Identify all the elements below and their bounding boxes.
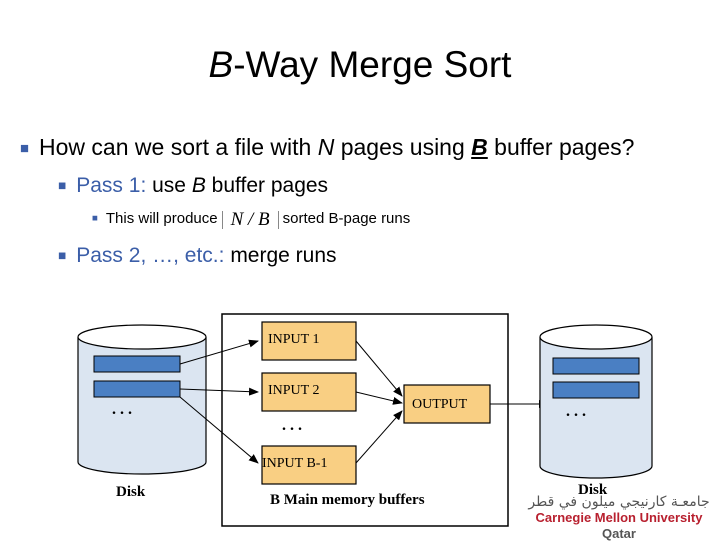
arrow-input1-output xyxy=(355,340,403,397)
bullet-square-icon: ■ xyxy=(92,213,98,224)
bullet-4-text: merge runs xyxy=(224,244,337,267)
bullet-2-post: buffer pages xyxy=(205,174,329,197)
bullet-4: ■ Pass 2, …, etc.: merge runs xyxy=(58,244,337,268)
bullet-1-n: N xyxy=(317,134,335,160)
main-memory-frame xyxy=(221,313,509,527)
arrow-disk-input2 xyxy=(179,387,259,396)
input-buffer-2 xyxy=(261,372,357,412)
arrow-inputb1-output xyxy=(355,410,403,464)
input-buffer-1 xyxy=(261,321,357,361)
bullet-3-text: This will produce xyxy=(105,210,218,227)
title-rest: -Way Merge Sort xyxy=(233,44,512,85)
input-b-1-label: INPUT B-1 xyxy=(262,456,327,471)
input-dots: . . . xyxy=(282,417,302,434)
output-buffer xyxy=(403,384,491,424)
logo-english: Carnegie Mellon University Qatar xyxy=(524,510,714,542)
bullet-3-post: sorted B-page runs xyxy=(282,210,411,227)
left-disk-icon xyxy=(77,324,207,475)
bullet-1-post: buffer pages? xyxy=(487,134,635,160)
disk-page xyxy=(93,355,181,373)
arrow-disk-inputb1 xyxy=(179,396,259,464)
logo-english-red: Carnegie Mellon University xyxy=(535,510,703,525)
logo-english-gray: Qatar xyxy=(602,526,636,541)
arrow-disk-input1 xyxy=(179,339,259,365)
arrow-input2-output xyxy=(355,391,403,405)
input-2-label: INPUT 2 xyxy=(268,383,319,398)
right-disk-dots: . . . xyxy=(566,403,586,420)
bullet-2-pass: Pass 1: xyxy=(76,174,147,197)
bullet-2: ■ Pass 1: use B buffer pages xyxy=(58,174,328,198)
right-disk-label: Disk xyxy=(578,482,608,498)
bullet-2-b: B xyxy=(191,174,206,197)
bullet-4-pass: Pass 2, …, etc.: xyxy=(76,244,225,267)
bullet-square-icon: ■ xyxy=(58,178,67,193)
bullet-2-text: use xyxy=(146,174,192,197)
output-label: OUTPUT xyxy=(412,397,468,412)
disk-page xyxy=(552,381,640,399)
cmu-qatar-logo: جامعـة كارنيجي ميلون في قطر Carnegie Mel… xyxy=(524,494,714,542)
title-italic: B xyxy=(208,44,234,85)
logo-arabic: جامعـة كارنيجي ميلون في قطر xyxy=(528,494,710,510)
disk-page xyxy=(93,380,181,398)
bullet-1-mid: pages using xyxy=(334,134,472,160)
bullet-square-icon: ■ xyxy=(58,248,67,263)
disk-page xyxy=(552,357,640,375)
bullet-1-b: B xyxy=(471,134,488,160)
bullet-square-icon: ■ xyxy=(20,140,30,157)
bullet-1: ■ How can we sort a file with N pages usi… xyxy=(20,134,634,161)
slide-title: B-Way Merge Sort xyxy=(0,44,720,86)
input-1-label: INPUT 1 xyxy=(268,332,319,347)
memory-label: B Main memory buffers xyxy=(270,492,425,508)
right-disk-icon xyxy=(539,324,653,479)
left-disk-dots: . . . xyxy=(112,401,132,418)
bullet-1-text: How can we sort a file with xyxy=(39,134,318,160)
ceiling-formula: N / B xyxy=(221,210,279,229)
left-disk-label: Disk xyxy=(116,484,146,500)
input-buffer-b-1 xyxy=(261,445,357,485)
